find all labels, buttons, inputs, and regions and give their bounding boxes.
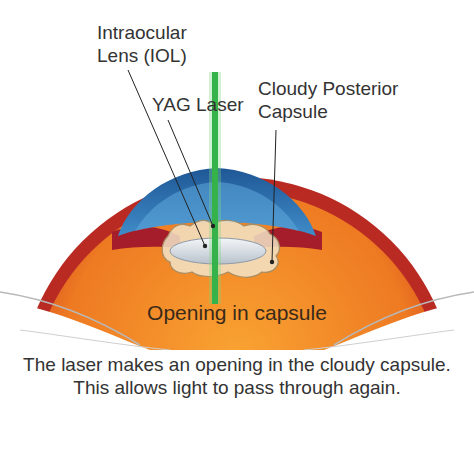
caption-background — [0, 350, 474, 455]
leader-line — [168, 120, 213, 226]
leader-line — [272, 130, 276, 262]
caption-text: The laser makes an opening in the cloudy… — [22, 353, 452, 399]
eyelid-line — [304, 330, 454, 350]
leader-dot — [270, 260, 274, 264]
eyelid-left — [0, 300, 150, 350]
eyelid-right — [324, 300, 474, 350]
leader-dot — [203, 244, 207, 248]
leader-dot — [211, 224, 215, 228]
region-label: Opening in capsule — [87, 300, 387, 325]
part-label: Intraocular Lens (IOL) — [97, 22, 222, 68]
eyelid-line — [20, 330, 170, 350]
part-label: Cloudy Posterior Capsule — [258, 78, 423, 124]
part-label: YAG Laser — [152, 94, 262, 117]
